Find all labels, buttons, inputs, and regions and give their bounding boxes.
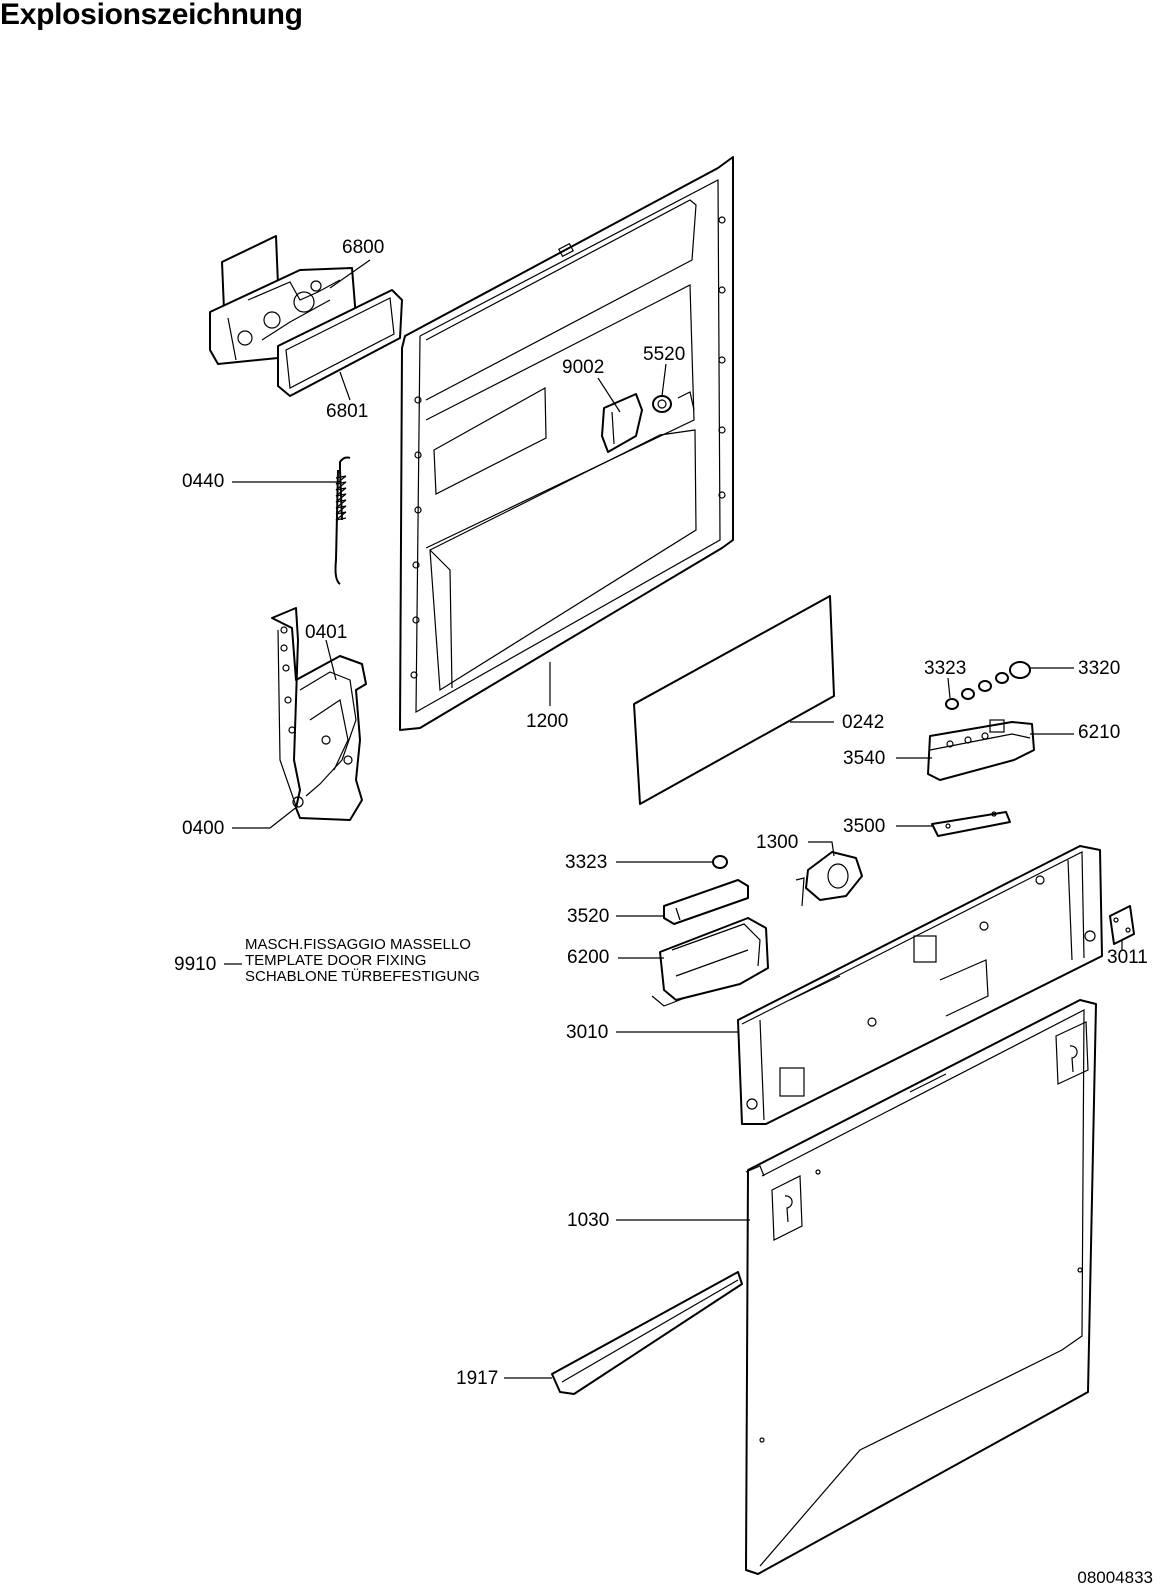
part-1200-inner-door [399, 156, 734, 731]
label-1200: 1200 [526, 711, 569, 732]
label-1917: 1917 [456, 1368, 499, 1389]
part-3500-switch-board [931, 811, 1011, 837]
label-9910: 9910 [174, 954, 217, 975]
part-1030-outer-door [745, 999, 1097, 1575]
label-6801: 6801 [326, 401, 369, 422]
part-6200-electronic-module [651, 917, 769, 1007]
label-6210: 6210 [1078, 722, 1121, 743]
template-note-italian: MASCH.FISSAGGIO MASSELLO [245, 936, 471, 953]
label-3500: 3500 [843, 816, 886, 837]
part-1917-rail [551, 1271, 743, 1395]
part-1300-door-lock [795, 851, 863, 907]
part-6800-dispenser [209, 235, 357, 365]
part-9002-bracket [601, 393, 643, 453]
page-title: Explosionszeichnung [0, 0, 303, 31]
label-6200: 6200 [567, 947, 610, 968]
part-3520-button-strip [663, 879, 749, 925]
label-3011: 3011 [1107, 947, 1148, 968]
part-3323-cap-lower [712, 855, 728, 869]
label-6800: 6800 [342, 237, 385, 258]
template-note: MASCH.FISSAGGIO MASSELLO TEMPLATE DOOR F… [245, 937, 480, 985]
label-3520: 3520 [567, 906, 610, 927]
label-1300: 1300 [756, 832, 799, 853]
label-0242: 0242 [842, 712, 885, 733]
part-0440-spring [334, 456, 351, 585]
part-6210-control-board [927, 719, 1035, 781]
label-3323-lower: 3323 [565, 852, 608, 873]
part-0242-panel [633, 595, 835, 805]
template-note-english: TEMPLATE DOOR FIXING [245, 952, 427, 969]
label-3010: 3010 [566, 1022, 609, 1043]
part-0400-hinge [271, 607, 367, 821]
label-0401: 0401 [305, 622, 348, 643]
part-3011-plate [1109, 905, 1135, 945]
label-1030: 1030 [567, 1210, 610, 1231]
document-number: 08004833 [1077, 1568, 1153, 1587]
template-note-german: SCHABLONE TÜRBEFESTIGUNG [245, 968, 480, 985]
part-3323-caps [945, 672, 1009, 710]
part-6801-gasket [277, 289, 403, 397]
label-0440: 0440 [182, 471, 225, 492]
part-3010-control-panel [737, 845, 1103, 1125]
label-9002: 9002 [562, 357, 605, 378]
part-3320-cap [1009, 661, 1031, 679]
label-3320: 3320 [1078, 658, 1121, 679]
label-3540: 3540 [843, 748, 886, 769]
label-5520: 5520 [643, 344, 686, 365]
part-5520-nut [652, 391, 695, 413]
label-3323-top: 3323 [924, 658, 967, 679]
label-0400: 0400 [182, 818, 225, 839]
leader-lines [224, 259, 1123, 1379]
